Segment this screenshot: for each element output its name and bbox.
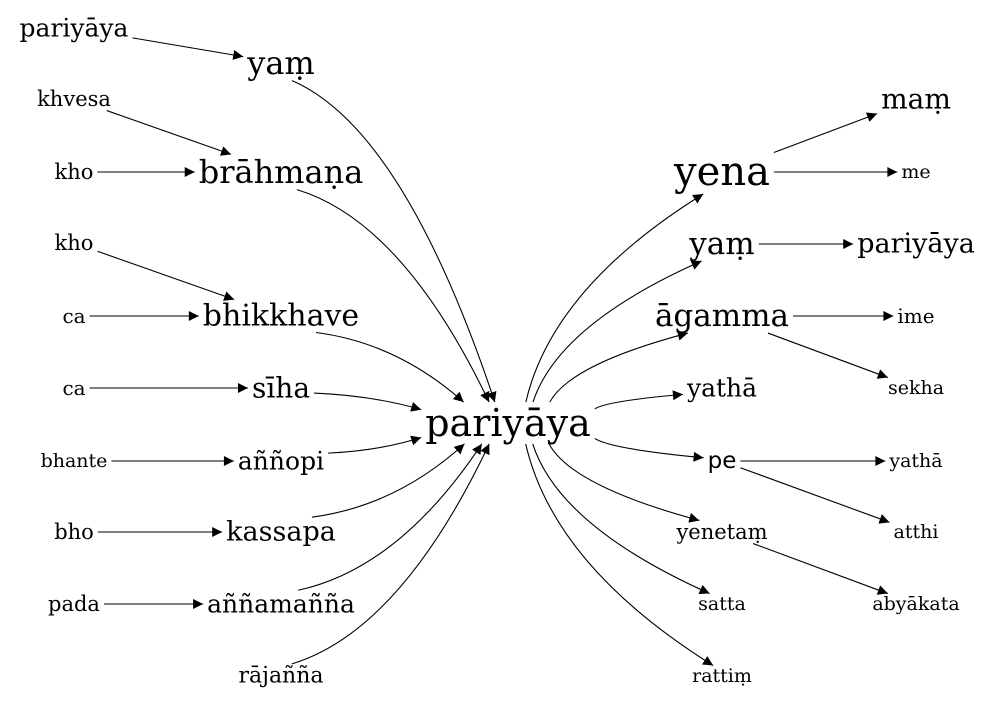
- node-s8: bho: [54, 520, 94, 544]
- node-center: pariyāya: [425, 401, 591, 445]
- edge-l6-to-center: [311, 443, 465, 518]
- edge-s4-to-l3: [97, 250, 235, 301]
- node-t7: atthi: [894, 521, 939, 543]
- node-r1: yena: [673, 149, 770, 195]
- edge-s2-to-l2: [106, 110, 232, 156]
- edge-l4-to-center: [314, 392, 422, 412]
- nodes-layer: pariyāya yaṃ brāhmaṇa bhikkhave sīha aññopi ka…: [20, 14, 975, 689]
- node-t5: sekha: [888, 377, 944, 399]
- node-l4: sīha: [252, 372, 310, 405]
- node-l3: bhikkhave: [203, 299, 359, 334]
- node-t4: ime: [897, 304, 934, 328]
- edge-center-to-r3: [549, 330, 689, 403]
- edge-center-to-r4: [594, 390, 684, 410]
- node-l8: rājañña: [238, 664, 323, 689]
- node-t3: pariyāya: [857, 229, 975, 260]
- edge-l3-to-center: [315, 331, 465, 403]
- node-r3: āgamma: [655, 298, 789, 334]
- node-l6: kassapa: [226, 517, 336, 548]
- edge-center-to-r1: [525, 193, 704, 403]
- node-t6: yathā: [888, 450, 942, 472]
- edge-center-to-r8: [525, 443, 714, 667]
- node-t1: maṃ: [881, 83, 951, 116]
- node-l2: brāhmaṇa: [199, 153, 364, 191]
- edge-center-to-r5: [594, 437, 704, 462]
- edge-l1-to-center: [291, 80, 497, 403]
- node-s9: pada: [48, 592, 100, 616]
- edge-r1-to-t1: [773, 112, 878, 153]
- edge-l2-to-center: [296, 189, 490, 403]
- node-l1: yaṃ: [246, 44, 315, 82]
- node-r5: pe: [708, 448, 737, 474]
- node-s7: bhante: [41, 450, 108, 472]
- node-s2: khvesa: [37, 87, 111, 111]
- node-s5: ca: [62, 304, 85, 328]
- edge-r5-to-t7: [740, 467, 890, 524]
- node-r4: yathā: [686, 374, 757, 403]
- edge-center-to-r7: [532, 443, 710, 595]
- edge-l7-to-center: [298, 443, 483, 591]
- edge-center-to-r2: [532, 260, 702, 403]
- node-r6: yenetaṃ: [675, 520, 767, 544]
- edge-r6-to-t8: [752, 543, 889, 595]
- node-r8: rattiṃ: [692, 665, 752, 687]
- node-l5: aññopi: [238, 447, 324, 476]
- node-r7: satta: [698, 593, 746, 615]
- node-s4: kho: [55, 231, 94, 255]
- node-r2: yaṃ: [688, 226, 754, 262]
- node-s6: ca: [62, 376, 85, 400]
- edges-layer: [89, 37, 898, 667]
- node-l7: aññamañña: [207, 590, 355, 619]
- node-t2: me: [901, 161, 930, 183]
- edge-l5-to-center: [328, 435, 422, 454]
- node-s3: kho: [55, 160, 94, 184]
- edge-center-to-r6: [548, 443, 700, 523]
- node-s1: pariyāya: [20, 14, 129, 43]
- edge-s1-to-l1: [132, 37, 244, 60]
- edge-r3-to-t5: [767, 332, 889, 379]
- edge-l8-to-center: [291, 443, 490, 665]
- node-t8: abyākata: [872, 593, 959, 615]
